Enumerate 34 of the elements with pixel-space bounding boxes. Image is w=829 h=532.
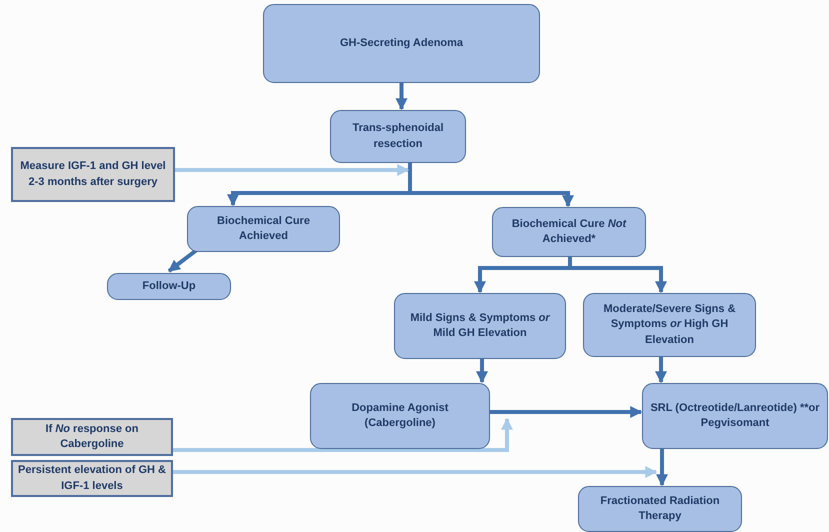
process-box — [263, 4, 540, 83]
process-box — [187, 206, 340, 252]
process-box — [642, 383, 828, 449]
box-text: SRL (Octreotide/Lanreotide) **or Pegvisomant — [649, 400, 821, 431]
arrow — [655, 357, 667, 384]
box-text: GH-Secreting Adenoma — [340, 36, 464, 51]
process-box — [330, 110, 466, 163]
box-text: Dopamine Agonist (Cabergoline) — [350, 400, 450, 431]
box-text: Persistent elevation of GH & IGF-1 levels — [18, 463, 166, 494]
box-text: Biochemical Cure Achieved — [216, 214, 311, 244]
process-box — [107, 273, 231, 300]
arrow — [476, 359, 488, 384]
arrow — [173, 418, 513, 452]
box-text: If No response on Cabergoline — [44, 422, 140, 452]
arrow — [656, 449, 668, 486]
box-text: Follow-Up — [142, 278, 196, 294]
box-text: Mild Signs & Symptoms or Mild GH Elevation — [409, 310, 552, 341]
box-text: Measure IGF-1 and GH level 2-3 months after surgery — [19, 159, 167, 190]
box-text: Fractionated Radiation Therapy — [599, 494, 721, 524]
box-text: Trans-sphenoidal resection — [351, 121, 445, 152]
arrow — [490, 406, 642, 418]
box-text: Moderate/Severe Signs & Symptoms or High GH Elevation — [602, 302, 737, 348]
process-box — [310, 383, 490, 449]
arrow — [396, 83, 408, 110]
arrow — [173, 466, 658, 478]
arrow — [175, 164, 410, 176]
box-text: Biochemical Cure Not Achieved* — [510, 216, 628, 247]
note-box — [11, 418, 173, 456]
process-box — [578, 486, 742, 532]
process-box — [394, 293, 566, 359]
note-box — [11, 147, 175, 202]
process-box — [492, 207, 646, 257]
note-box — [11, 460, 173, 497]
process-box — [583, 293, 756, 357]
